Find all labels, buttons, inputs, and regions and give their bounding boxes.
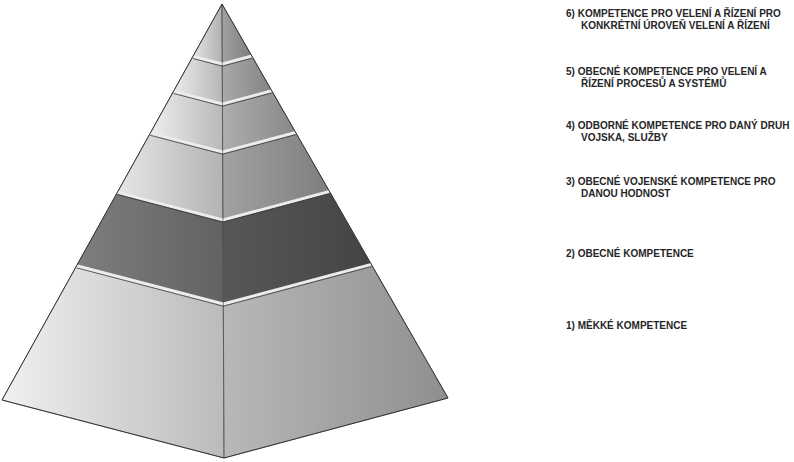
ledge-highlight xyxy=(77,264,372,304)
ledge-shadow xyxy=(117,194,329,223)
ledge-shadow xyxy=(150,135,295,155)
level-label: 2) OBECNÉ KOMPETENCE xyxy=(566,248,790,260)
pyramid-edge xyxy=(222,4,224,458)
level-label: 3) OBECNÉ VOJENSKÉ KOMPETENCE PRO DANOU … xyxy=(566,176,790,200)
level-label: 4) ODBORNÉ KOMPETENCE PRO DANÝ DRUH VOJS… xyxy=(566,120,790,144)
pyramid-face xyxy=(223,264,448,458)
ledge-highlight xyxy=(150,132,295,152)
level-label: 5) OBECNÉ KOMPETENCE PRO VELENÍ A ŘÍZENÍ… xyxy=(566,66,790,90)
ledge-shadow xyxy=(77,267,372,307)
level-label: 6) KOMPETENCE PRO VELENÍ A ŘÍZENÍ PRO KO… xyxy=(566,8,790,32)
ledge-highlight xyxy=(117,191,329,220)
pyramid-face xyxy=(193,4,222,64)
pyramid-outline xyxy=(2,4,448,458)
pyramid-ledges xyxy=(77,56,372,306)
pyramid-bands xyxy=(2,4,448,458)
level-label: 1) MĚKKÉ KOMPETENCE xyxy=(566,320,790,332)
pyramid-face xyxy=(222,4,252,64)
